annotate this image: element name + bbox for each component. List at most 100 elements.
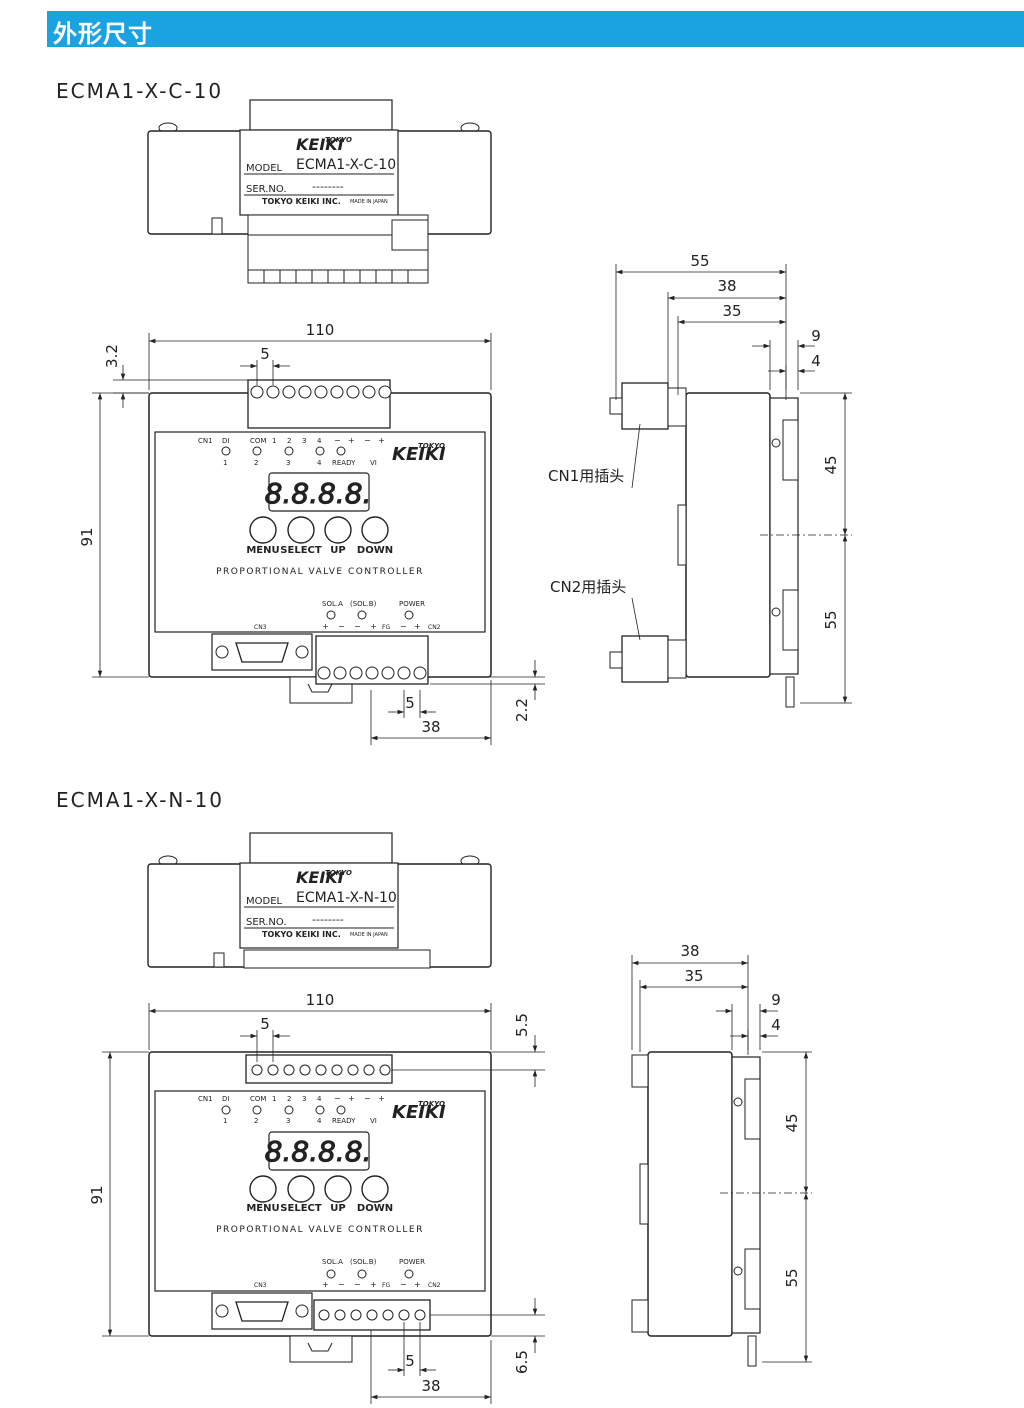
svg-text:4: 4 [317,437,322,445]
svg-text:SOL.A: SOL.A [322,600,343,608]
svg-text:4: 4 [317,459,322,467]
svg-text:(SOL.B): (SOL.B) [350,1258,377,1266]
svg-text:CN1: CN1 [198,437,213,445]
panel-brand-small: TOKYO [418,1100,445,1108]
svg-text:COM: COM [250,437,266,445]
model-title-c: ECMA1-X-C-10 [56,79,224,103]
nameplate-brand-small: TOKYO [325,136,352,144]
svg-text:3: 3 [302,1095,306,1103]
top-view-c [147,99,492,284]
side-dimension-labels-n: 38 35 9 4 45 55 [680,942,801,1288]
front-dimensions-n [102,1003,545,1404]
panel-labels-c: CN1 DI COM 1 2 3 4 − + − + 1 2 3 4 READY… [198,436,446,631]
front-dimensions-c [92,333,545,745]
svg-text:−: − [334,1094,341,1103]
svg-text:SOL.A: SOL.A [322,1258,343,1266]
svg-text:+: + [378,1094,385,1103]
svg-text:110: 110 [306,321,335,339]
svg-text:3.2: 3.2 [103,344,121,368]
nameplate-model-label: MODEL [246,896,283,907]
svg-text:−: − [364,436,371,445]
panel-caption: PROPORTIONAL VALVE CONTROLLER [216,1225,424,1235]
svg-text:55: 55 [783,1268,801,1287]
svg-text:+: + [414,622,421,631]
front-dimension-labels-c: 110 5 3.2 91 2.2 5 38 [78,321,531,736]
svg-text:−: − [338,1280,345,1289]
svg-text:45: 45 [783,1113,801,1132]
svg-text:2: 2 [254,1117,258,1125]
svg-text:DOWN: DOWN [357,1203,393,1214]
svg-text:1: 1 [223,1117,227,1125]
svg-text:MENU: MENU [246,545,279,556]
svg-text:FG: FG [382,624,390,631]
svg-text:35: 35 [684,967,703,985]
panel-caption: PROPORTIONAL VALVE CONTROLLER [216,567,424,577]
svg-text:5: 5 [260,1015,270,1033]
svg-text:5: 5 [405,1352,415,1370]
svg-text:2: 2 [287,437,291,445]
svg-text:DI: DI [222,1095,229,1103]
nameplate-maker: TOKYO KEIKI INC. [262,197,341,206]
svg-text:UP: UP [330,545,345,556]
svg-text:5: 5 [405,694,415,712]
svg-text:CN3: CN3 [254,1282,267,1289]
svg-text:3: 3 [286,1117,290,1125]
svg-text:−: − [338,622,345,631]
seven-seg-display: 8.8.8.8. [265,1135,372,1168]
svg-text:FG: FG [382,1282,390,1289]
svg-text:READY: READY [332,459,356,467]
svg-text:+: + [370,1280,377,1289]
svg-text:+: + [370,622,377,631]
svg-text:+: + [322,1280,329,1289]
svg-text:5: 5 [260,345,270,363]
svg-text:−: − [354,622,361,631]
side-dimensions-c [615,264,852,704]
svg-text:+: + [348,436,355,445]
svg-text:UP: UP [330,1203,345,1214]
svg-text:(SOL.B): (SOL.B) [350,600,377,608]
panel-brand: KEIKI [392,1102,446,1123]
svg-text:+: + [322,622,329,631]
panel-labels-n: CN1 DI COM 1 2 3 4 − + − + 1 2 3 4 READY… [198,1094,446,1289]
svg-text:38: 38 [421,718,440,736]
svg-text:CN3: CN3 [254,624,267,631]
side-dimensions-n [631,955,812,1363]
nameplate-model-label: MODEL [246,163,283,174]
svg-text:DI: DI [222,437,229,445]
svg-text:CN2: CN2 [428,1282,441,1289]
svg-text:4: 4 [811,352,821,370]
svg-text:COM: COM [250,1095,266,1103]
side-view-c [609,382,799,708]
svg-text:1: 1 [272,1095,276,1103]
svg-text:5.5: 5.5 [513,1013,531,1037]
svg-text:VI: VI [370,459,377,467]
svg-text:POWER: POWER [399,600,425,608]
svg-text:38: 38 [717,277,736,295]
svg-text:35: 35 [722,302,741,320]
svg-text:−: − [354,1280,361,1289]
svg-text:CN2: CN2 [428,624,441,631]
seven-seg-display: 8.8.8.8. [265,477,372,510]
callout-cn1: CN1用插头 [548,467,624,485]
nameplate-brand: KEIKI [296,135,344,154]
svg-text:SELECT: SELECT [280,545,322,556]
svg-text:2: 2 [287,1095,291,1103]
svg-text:DOWN: DOWN [357,545,393,556]
front-dimension-labels-n: 110 5 5.5 91 6.5 5 38 [88,991,531,1395]
side-view-n [631,1051,761,1367]
svg-text:91: 91 [78,527,96,546]
svg-text:4: 4 [317,1117,322,1125]
svg-text:38: 38 [680,942,699,960]
svg-text:2.2: 2.2 [513,698,531,722]
panel-brand: KEIKI [392,444,446,465]
svg-text:MENU: MENU [246,1203,279,1214]
nameplate-ser-label: SER.NO. [246,917,287,928]
svg-text:+: + [378,436,385,445]
nameplate-c: KEIKI TOKYO MODEL ECMA1-X-C-10 SER.NO. -… [244,135,396,206]
svg-text:9: 9 [771,991,781,1009]
callout-cn2: CN2用插头 [550,578,626,596]
svg-text:1: 1 [223,459,227,467]
section-header-bar: 外形尺寸 [47,11,1024,48]
svg-text:−: − [400,622,407,631]
